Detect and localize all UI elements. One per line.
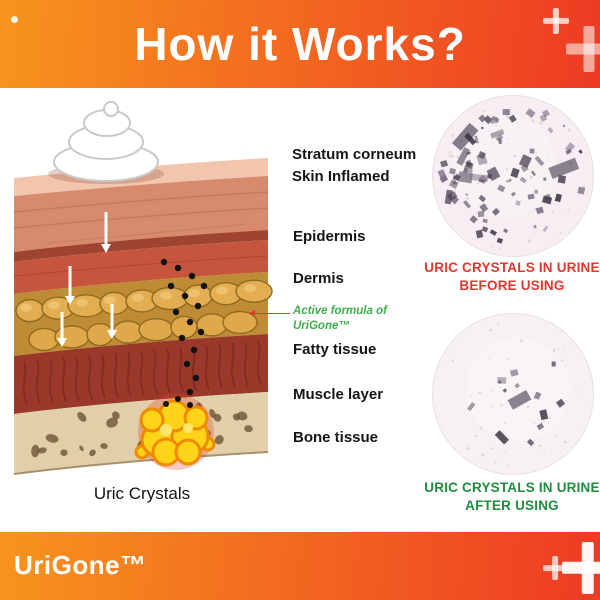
label-muscle-layer: Muscle layer (293, 386, 384, 403)
dot-decoration (11, 16, 18, 23)
caption-after-line1: URIC CRYSTALS IN URINE (424, 480, 600, 495)
crystals-after-art (433, 314, 593, 474)
diagram-caption: Uric Crystals (93, 484, 191, 503)
footer-banner: UriGone™ (0, 532, 600, 600)
label-active-formula-line2: UriGone™ (293, 319, 350, 332)
caption-after: URIC CRYSTALS IN URINE AFTER USING (424, 479, 600, 515)
skin-cross-section-diagram (13, 101, 273, 475)
cream-dollop (48, 101, 164, 184)
caption-after-line2: AFTER USING (465, 498, 559, 514)
label-epidermis: Epidermis (293, 228, 366, 245)
fatty-tissue-layer (15, 279, 273, 352)
label-active-formula-line1: Active formula of (293, 305, 387, 317)
page-title: How it Works? (134, 18, 466, 70)
caption-before-line1: URIC CRYSTALS IN URINE (424, 260, 600, 275)
brand-logo: UriGone™ (14, 550, 147, 580)
label-dermis: Dermis (293, 270, 344, 287)
plus-icon (562, 542, 600, 594)
formula-particles (160, 258, 208, 396)
crystals-before-art (433, 96, 593, 256)
label-bone-tissue: Bone tissue (293, 429, 379, 446)
label-fatty-tissue: Fatty tissue (293, 341, 377, 358)
formula-pointer-arrow (249, 310, 290, 316)
header-banner: How it Works? (0, 0, 600, 88)
absorption-arrows (57, 212, 117, 347)
uric-crystal-cluster (134, 394, 216, 470)
label-skin-inflamed: Skin Inflamed (292, 168, 390, 185)
label-stratum-corneum: Stratum corneum (292, 146, 417, 163)
microscope-after-image (432, 313, 594, 475)
caption-before: URIC CRYSTALS IN URINE BEFORE USING (424, 259, 600, 295)
caption-before-line2: BEFORE USING (459, 278, 565, 294)
microscope-before-image (432, 95, 594, 257)
label-active-formula: Active formula of UriGone™ (293, 304, 387, 334)
plus-icon (566, 26, 600, 72)
